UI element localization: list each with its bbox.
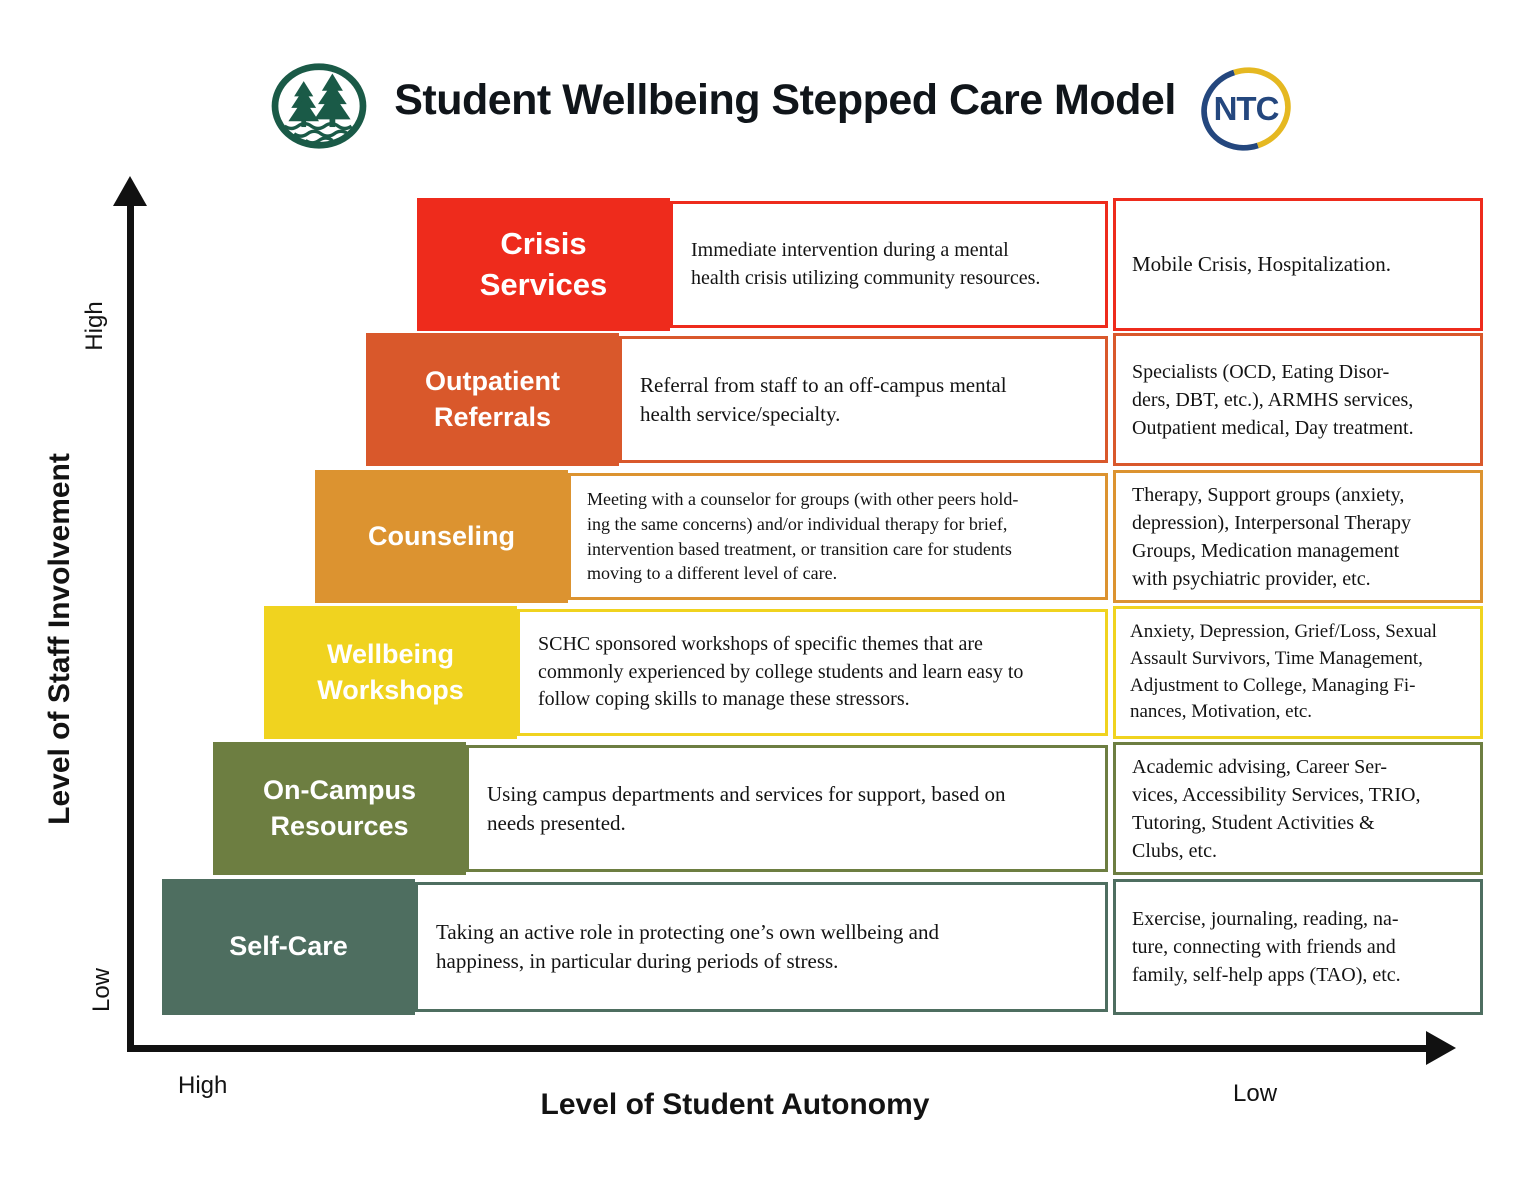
step-label: Self-Care (162, 879, 415, 1015)
step-examples: Therapy, Support groups (anxiety, depres… (1113, 470, 1483, 603)
x-axis-line (127, 1045, 1431, 1052)
y-axis-line (127, 202, 134, 1052)
step-description: Meeting with a counselor for groups (wit… (568, 473, 1108, 600)
x-axis-arrowhead-icon (1426, 1031, 1456, 1065)
step-examples: Specialists (OCD, Eating Disor- ders, DB… (1113, 333, 1483, 466)
step-row-outpatient-referrals: Outpatient Referrals Referral from staff… (0, 333, 1536, 466)
step-row-wellbeing-workshops: Wellbeing Workshops SCHC sponsored works… (0, 606, 1536, 739)
step-description: Referral from staff to an off-campus men… (619, 336, 1108, 463)
step-label: On-Campus Resources (213, 742, 466, 875)
step-description: Using campus departments and services fo… (466, 745, 1108, 872)
step-row-self-care: Self-Care Taking an active role in prote… (0, 879, 1536, 1015)
step-description: Taking an active role in protecting one’… (415, 882, 1108, 1012)
step-examples: Mobile Crisis, Hospitalization. (1113, 198, 1483, 331)
x-axis-high-label: High (178, 1072, 228, 1099)
pine-trees-icon (271, 63, 367, 149)
step-examples: Academic advising, Career Ser- vices, Ac… (1113, 742, 1483, 875)
step-label: Counseling (315, 470, 568, 603)
ntc-logo-text: NTC (1213, 90, 1280, 127)
x-axis-title: Level of Student Autonomy (540, 1088, 930, 1121)
y-axis-arrowhead-icon (113, 176, 147, 206)
step-row-crisis-services: Crisis Services Immediate intervention d… (0, 198, 1536, 331)
pine-trees-lake-logo (270, 62, 368, 150)
step-label: Outpatient Referrals (366, 333, 619, 466)
ntc-ring-icon (1201, 67, 1291, 151)
step-label: Wellbeing Workshops (264, 606, 517, 739)
x-axis-low-label: Low (1233, 1080, 1278, 1107)
ntc-logo: NTC (1198, 64, 1294, 154)
step-examples: Exercise, journaling, reading, na- ture,… (1113, 879, 1483, 1015)
page-title: Student Wellbeing Stepped Care Model (394, 76, 1176, 124)
step-description: Immediate intervention during a mental h… (670, 201, 1108, 328)
step-row-on-campus-resources: On-Campus Resources Using campus departm… (0, 742, 1536, 875)
step-examples: Anxiety, Depression, Grief/Loss, Sexual … (1113, 606, 1483, 739)
step-row-counseling: Counseling Meeting with a counselor for … (0, 470, 1536, 603)
step-description: SCHC sponsored workshops of specific the… (517, 609, 1108, 736)
step-label: Crisis Services (417, 198, 670, 331)
